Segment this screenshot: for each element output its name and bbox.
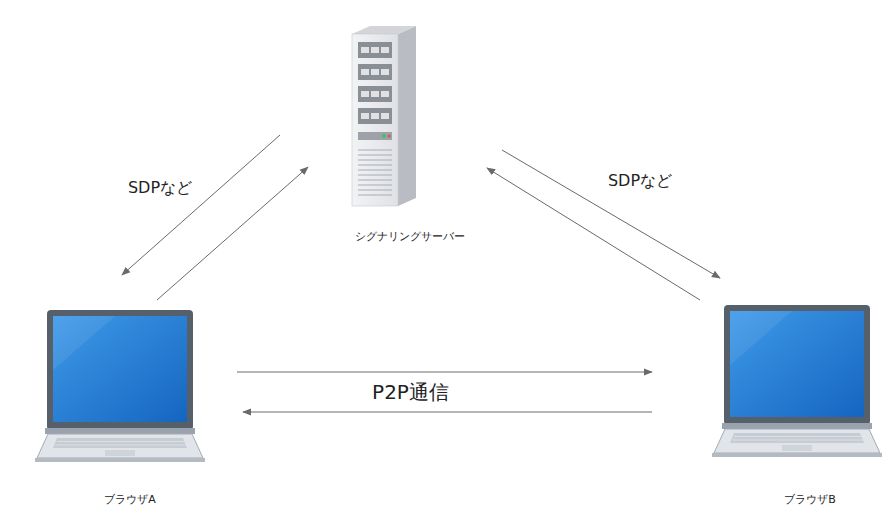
edge-label: SDPなど <box>125 178 195 197</box>
laptop-icon <box>712 305 882 457</box>
arrow-connector <box>237 372 652 373</box>
browser-node: ブラウザA <box>30 305 230 512</box>
edge-label: P2P通信 <box>369 380 452 404</box>
node-label: シグナリングサーバー <box>330 230 490 244</box>
arrow-connector <box>243 412 652 413</box>
node-label: ブラウザB <box>730 493 890 507</box>
arrow-connector <box>487 168 700 300</box>
arrow-connector <box>502 150 720 278</box>
browser-node: ブラウザB <box>730 300 890 512</box>
edge-label: SDPなど <box>605 171 675 190</box>
node-label: ブラウザA <box>30 493 230 507</box>
server-node: シグナリングサーバー <box>330 20 490 252</box>
server-tower <box>352 26 416 206</box>
laptop-icon <box>35 310 205 462</box>
arrow-connector <box>122 135 280 275</box>
